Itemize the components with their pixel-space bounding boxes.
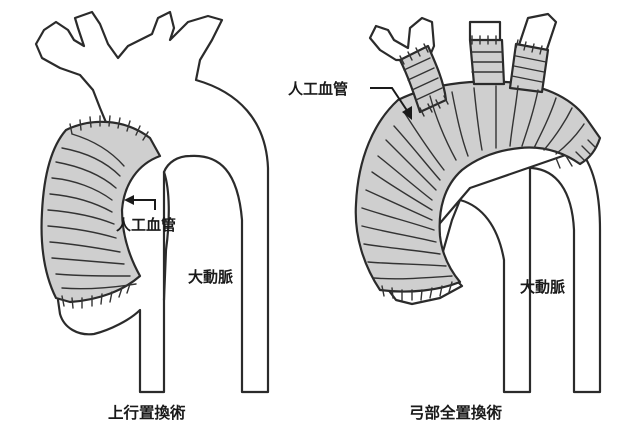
left-aorta-label: 大動脈	[188, 268, 233, 286]
right-graft-label: 人工血管	[288, 80, 348, 98]
right-aorta-label: 大動脈	[520, 278, 565, 296]
right-panel: 人工血管 大動脈 弓部全置換術	[288, 14, 600, 422]
left-caption: 上行置換術	[108, 403, 186, 422]
right-graft-branch-right	[510, 44, 548, 92]
left-graft-label: 人工血管	[116, 216, 176, 234]
left-panel: 人工血管 大動脈 上行置換術	[36, 12, 268, 422]
right-caption: 弓部全置換術	[409, 403, 503, 422]
